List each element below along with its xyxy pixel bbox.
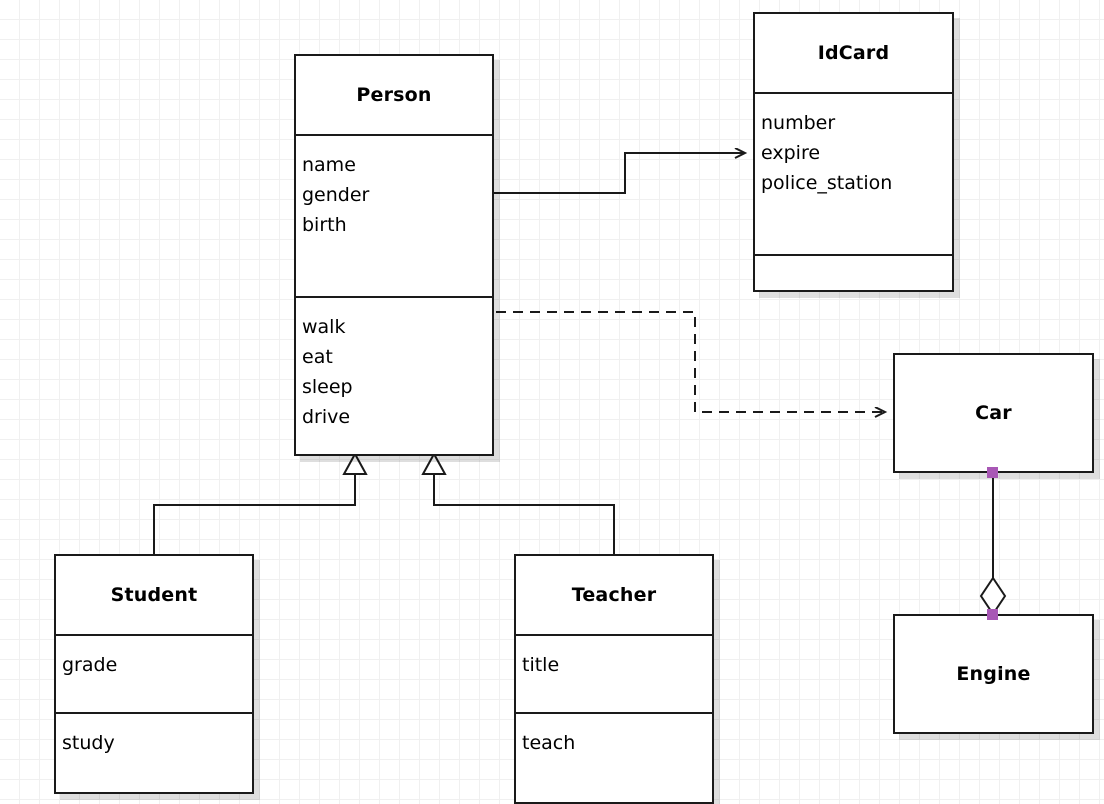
connector-handle-car-bottom[interactable] [987, 467, 998, 478]
attribute-item: birth [302, 214, 347, 236]
class-title-teacher: Teacher [516, 556, 712, 634]
attribute-item: police_station [761, 172, 893, 194]
class-title-idcard: IdCard [755, 14, 952, 92]
class-operations-person: walk eat sleep drive [296, 296, 492, 454]
uml-class-idcard[interactable]: IdCard number expire police_station [753, 12, 954, 292]
relationship-generalization-student-person[interactable] [153, 451, 368, 554]
attribute-item: gender [302, 184, 370, 206]
inheritance-triangle-student [342, 451, 368, 475]
class-title-engine: Engine [895, 616, 1092, 732]
uml-class-car[interactable]: Car [893, 353, 1094, 473]
uml-class-teacher[interactable]: Teacher title teach [514, 554, 714, 804]
class-name-label: IdCard [817, 42, 890, 64]
operation-item: sleep [302, 376, 353, 398]
uml-class-engine[interactable]: Engine [893, 614, 1094, 734]
uml-class-person[interactable]: Person name gender birth walk eat sleep … [294, 54, 494, 456]
class-title-person: Person [296, 56, 492, 134]
operation-item: teach [522, 732, 576, 754]
class-operations-teacher: teach [516, 712, 712, 802]
class-name-label: Person [356, 84, 432, 106]
class-operations-idcard [755, 254, 952, 288]
attribute-item: title [522, 654, 560, 676]
operation-item: drive [302, 406, 351, 428]
class-title-car: Car [895, 355, 1092, 471]
attribute-item: grade [62, 654, 118, 676]
class-attributes-idcard: number expire police_station [755, 92, 952, 254]
class-name-label: Car [975, 402, 1012, 424]
attribute-item: name [302, 154, 356, 176]
inheritance-triangle-teacher [421, 451, 447, 475]
operation-item: walk [302, 316, 346, 338]
class-name-label: Engine [956, 663, 1031, 685]
class-attributes-teacher: title [516, 634, 712, 712]
class-title-student: Student [56, 556, 252, 634]
class-name-label: Teacher [571, 584, 657, 606]
class-operations-student: study [56, 712, 252, 790]
class-attributes-person: name gender birth [296, 134, 492, 296]
connector-handle-engine-top[interactable] [987, 609, 998, 620]
operation-item: eat [302, 346, 333, 368]
uml-class-student[interactable]: Student grade study [54, 554, 254, 794]
operation-item: study [62, 732, 115, 754]
relationship-aggregation-car-engine[interactable] [979, 473, 1007, 616]
relationship-generalization-teacher-person[interactable] [421, 451, 615, 554]
class-name-label: Student [110, 584, 198, 606]
class-attributes-student: grade [56, 634, 252, 712]
relationship-dependency-person-car[interactable] [496, 311, 885, 412]
attribute-item: expire [761, 142, 821, 164]
attribute-item: number [761, 112, 836, 134]
relationship-association-person-idcard[interactable] [493, 153, 745, 194]
